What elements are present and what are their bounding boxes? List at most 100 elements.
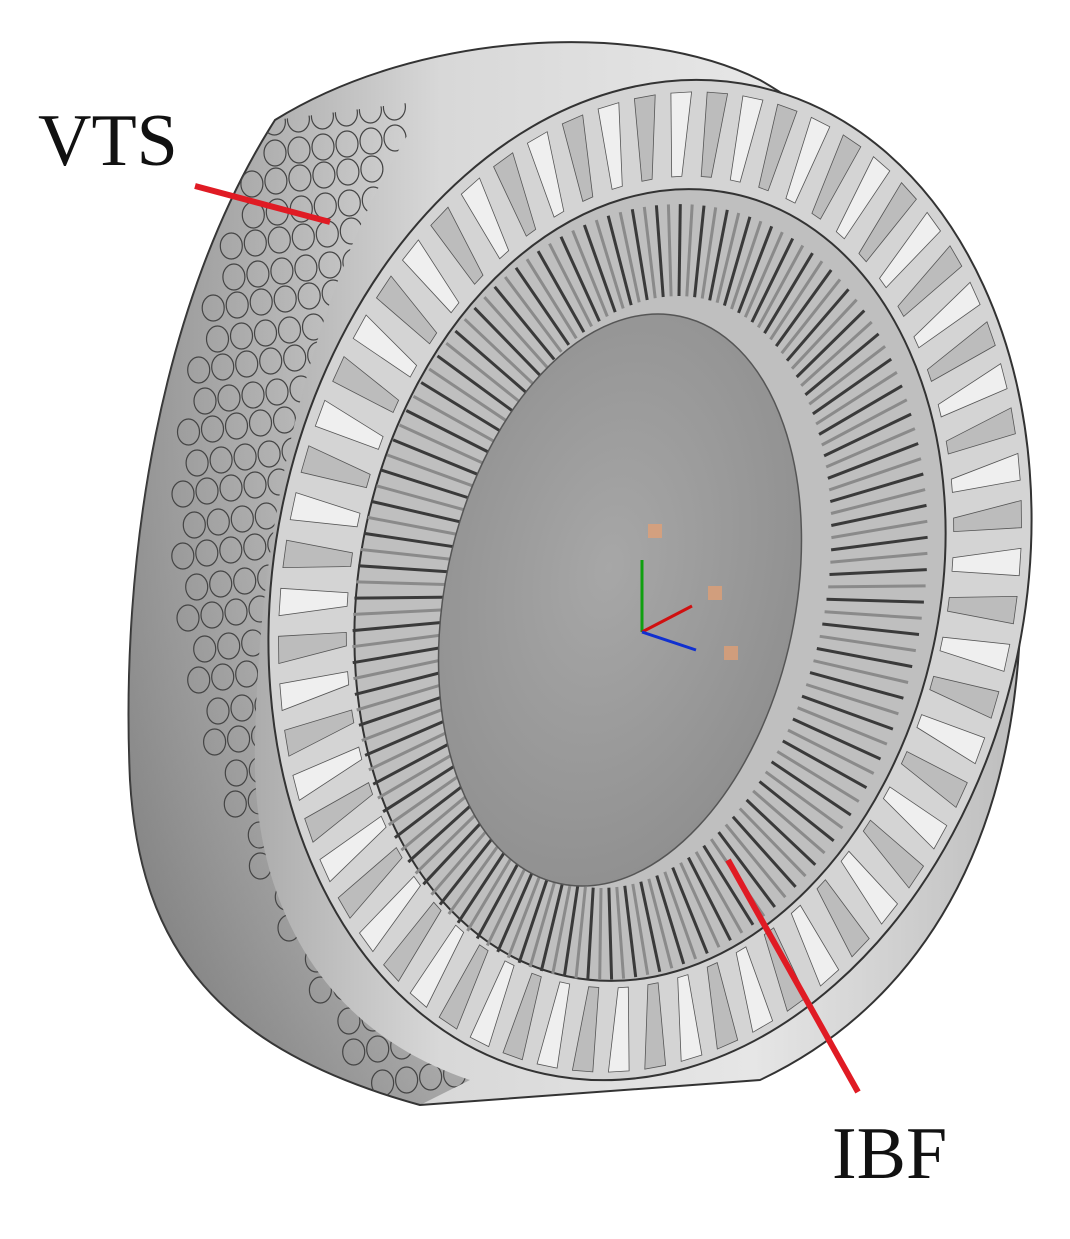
ibf-tooth (412, 394, 498, 445)
ibf-tooth (826, 597, 924, 604)
vts-tube-circle (259, 347, 283, 375)
ibf-tooth (830, 488, 926, 515)
vts-tube-circle (185, 449, 209, 477)
ibf-tooth (812, 357, 893, 416)
vts-tube-circle (264, 167, 288, 195)
ibf-tooth (752, 789, 826, 855)
vts-tube-circle (219, 232, 243, 260)
radial-fin (785, 116, 831, 204)
radial-fin (811, 134, 862, 220)
ibf-tooth (829, 568, 927, 576)
ibf-tooth (800, 320, 873, 387)
vts-tube-circle (233, 567, 257, 595)
vts-tube-circle (243, 471, 267, 499)
vts-tube-circle (366, 1035, 390, 1063)
vts-tube-circle (360, 155, 384, 183)
ibf-tooth (358, 564, 456, 574)
ibf-tooth (387, 768, 468, 827)
ibf-tooth (702, 844, 755, 926)
vts-tube-circle (222, 263, 246, 291)
ibf-tooth (694, 851, 744, 934)
ibf-tooth (717, 831, 776, 908)
radial-fin (644, 982, 667, 1070)
vts-tube-circle (342, 1038, 366, 1066)
ibf-tooth (361, 704, 453, 742)
ibf-tooth (377, 748, 462, 800)
vts-tube-circle (243, 533, 267, 561)
xyz-axis-triad-icon (640, 524, 738, 660)
vts-tube-circle (359, 127, 383, 155)
ibf-tooth (528, 877, 558, 968)
vts-tube-circle (291, 223, 315, 251)
ibf-tooth (606, 215, 633, 306)
radial-fin (319, 815, 387, 883)
vts-tube-circle (335, 130, 359, 158)
ibf-tooth (642, 206, 657, 299)
vts-tube-circle (243, 229, 267, 257)
vts-tube-circle (235, 660, 259, 688)
vts-tube-circle (171, 480, 195, 508)
ibf-tooth (356, 680, 451, 712)
radial-fin (897, 245, 963, 318)
ibf-tooth (574, 886, 587, 979)
ibf-tooth (582, 224, 617, 313)
radial-fin (950, 452, 1021, 493)
vts-tube-circle (229, 322, 254, 350)
ibf-tooth (386, 453, 479, 490)
radial-fin-ring (278, 91, 1022, 1073)
radial-fin (926, 321, 996, 382)
ibf-tooth (536, 250, 586, 333)
ibf-tooth (631, 883, 650, 976)
vts-tube-circle (211, 353, 235, 381)
ibf-tooth (405, 409, 493, 456)
radial-fin (571, 986, 600, 1073)
vts-tube-circle (325, 41, 347, 67)
radial-fin (278, 631, 347, 665)
radial-fin (937, 363, 1008, 418)
vts-tube-circle (395, 1066, 419, 1094)
radial-fin (953, 499, 1022, 533)
ibf-tooth (353, 608, 451, 616)
vts-tube-circle (230, 694, 254, 722)
ibf-tooth (830, 535, 928, 552)
vts-tube-circle (318, 251, 342, 279)
radial-fin (758, 103, 798, 192)
ibf-tooth (758, 780, 835, 842)
vts-tube-circle (336, 158, 360, 186)
vts-tube-circle (195, 539, 219, 567)
radial-fin (882, 786, 948, 850)
ibf-tooth (615, 886, 626, 979)
vts-tube-circle (283, 344, 307, 372)
ibf-tooth (790, 298, 858, 370)
vts-tube-circle (257, 440, 281, 468)
vts-tube-circle (297, 282, 321, 310)
ibf-tooth (368, 726, 457, 772)
ibf-tooth (805, 683, 899, 716)
vts-tube-circle (308, 976, 332, 1004)
ibf-tooth (677, 204, 682, 297)
ibf-tooth (671, 867, 709, 954)
ibf-tooth (352, 644, 449, 665)
ibf-tooth (795, 309, 866, 379)
radial-fin (670, 91, 693, 178)
ibf-callout-line (725, 858, 861, 1094)
ibf-tooth (647, 878, 674, 969)
radial-fin (493, 152, 537, 237)
ibf-tooth (428, 367, 510, 424)
vts-tube-circle (193, 387, 217, 415)
ibf-tooth (654, 205, 665, 298)
ibf-tooth (829, 472, 924, 504)
ibf-tooth (514, 266, 571, 346)
radial-fin (597, 102, 623, 190)
vts-tube-circle (176, 604, 200, 632)
ibf-tooth (685, 204, 694, 297)
radial-fin (706, 962, 739, 1050)
ibf-tooth (381, 468, 475, 501)
radial-fin (278, 587, 349, 617)
radial-fin (729, 95, 764, 183)
ibf-tooth (456, 843, 511, 924)
radial-fin (279, 671, 350, 712)
vts-tube-circle (358, 100, 382, 124)
ibf-tooth (824, 610, 922, 620)
ibf-tooth (782, 739, 868, 790)
